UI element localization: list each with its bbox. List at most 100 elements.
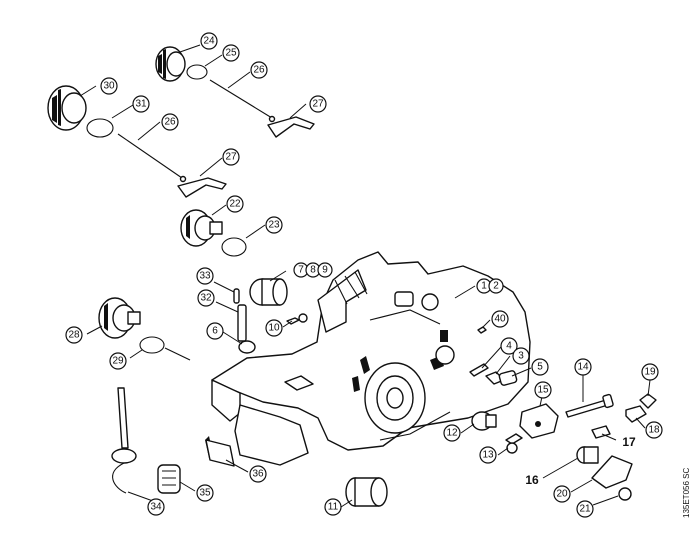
rotor-28 [98,297,141,339]
buffer-11 [345,477,388,507]
svg-text:25: 25 [225,48,237,59]
callout-12: 12 [443,424,461,442]
ring-25 [186,64,208,80]
handle-27a [267,116,315,138]
svg-text:33: 33 [199,271,211,282]
callout-4: 4 [500,337,518,355]
svg-text:10: 10 [268,323,280,334]
buffer-7 [249,278,288,306]
svg-text:21: 21 [579,504,591,515]
callout-10: 10 [265,319,283,337]
callout-28: 28 [65,326,83,344]
drawing-code: 135ET056 SC [682,468,691,518]
callout-35: 35 [196,484,214,502]
screw-21 [618,487,632,501]
callout-5: 5 [531,358,549,376]
callout-23: 23 [265,216,283,234]
callout-3: 3 [512,347,530,365]
callout-22: 22 [226,195,244,213]
svg-text:35: 35 [199,488,211,499]
callout-32: 32 [197,289,215,307]
callout-33: 33 [196,267,214,285]
svg-text:7: 7 [298,265,304,276]
spring-reel-30 [47,85,87,131]
svg-text:28: 28 [68,330,80,341]
callout-34: 34 [147,498,165,516]
pin-33 [233,288,240,304]
svg-text:11: 11 [328,502,339,513]
svg-text:27: 27 [225,152,237,163]
bolt-14 [565,393,614,418]
svg-text:9: 9 [322,265,328,276]
svg-text:26: 26 [164,117,176,128]
svg-text:20: 20 [556,489,568,500]
callout-29: 29 [109,352,127,370]
svg-text:18: 18 [648,425,660,436]
callout-15: 15 [534,381,552,399]
svg-text:29: 29 [112,356,124,367]
screw-5 [498,370,518,386]
bush-6 [238,340,256,354]
callout-30: 30 [100,77,118,95]
svg-text:24: 24 [203,36,215,47]
svg-text:40: 40 [494,314,506,325]
callout-7-8-9: 7 8 9 [293,262,333,278]
svg-text:30: 30 [103,81,115,92]
svg-text:13: 13 [482,450,494,461]
clamp-20 [591,455,633,489]
svg-text:26: 26 [253,65,265,76]
svg-text:31: 31 [135,99,147,110]
ring-29 [139,336,191,361]
callout-14: 14 [574,358,592,376]
svg-text:34: 34 [150,502,162,513]
callout-6: 6 [206,322,224,340]
screw-13 [505,433,523,454]
bush-16 [576,446,599,464]
cap-12 [471,411,497,431]
ring-31 [86,118,114,138]
callout-21: 21 [576,500,594,518]
clamp-18 [625,405,647,423]
rope-26a [209,79,276,123]
callout-24: 24 [200,32,218,50]
callout-27b: 27 [222,148,240,166]
hose-34 [111,387,137,494]
nut-holder-15 [519,403,559,439]
svg-text:17: 17 [622,435,636,449]
handle-27b [177,177,227,198]
callout-27a: 27 [309,95,327,113]
callout-31: 31 [132,95,150,113]
rope-26b [117,133,187,183]
svg-text:27: 27 [312,99,324,110]
callout-26b: 26 [161,113,179,131]
svg-text:2: 2 [493,281,499,292]
svg-text:16: 16 [525,473,539,487]
svg-text:23: 23 [268,220,280,231]
callout-26a: 26 [250,61,268,79]
callout-1-2: 1 2 [476,278,504,294]
ring-23 [221,237,247,257]
spring-reel-24 [155,46,186,82]
callout-36: 36 [249,465,267,483]
callout-20: 20 [553,485,571,503]
svg-text:1: 1 [481,281,487,292]
grommet-36 [205,439,235,467]
callout-17: 17 [622,435,636,449]
filter-35 [157,464,181,494]
svg-text:3: 3 [518,351,524,362]
svg-text:5: 5 [537,362,543,373]
svg-text:32: 32 [200,293,212,304]
svg-text:14: 14 [577,362,589,373]
callout-40: 40 [491,310,509,328]
screw-40 [477,326,487,334]
svg-text:8: 8 [310,265,316,276]
sleeve-32 [237,304,247,342]
crankcase-body [205,251,531,466]
callout-25: 25 [222,44,240,62]
svg-text:19: 19 [644,367,656,378]
svg-text:22: 22 [229,199,241,210]
svg-text:12: 12 [446,428,458,439]
callout-13: 13 [479,446,497,464]
callout-11: 11 [324,498,342,516]
